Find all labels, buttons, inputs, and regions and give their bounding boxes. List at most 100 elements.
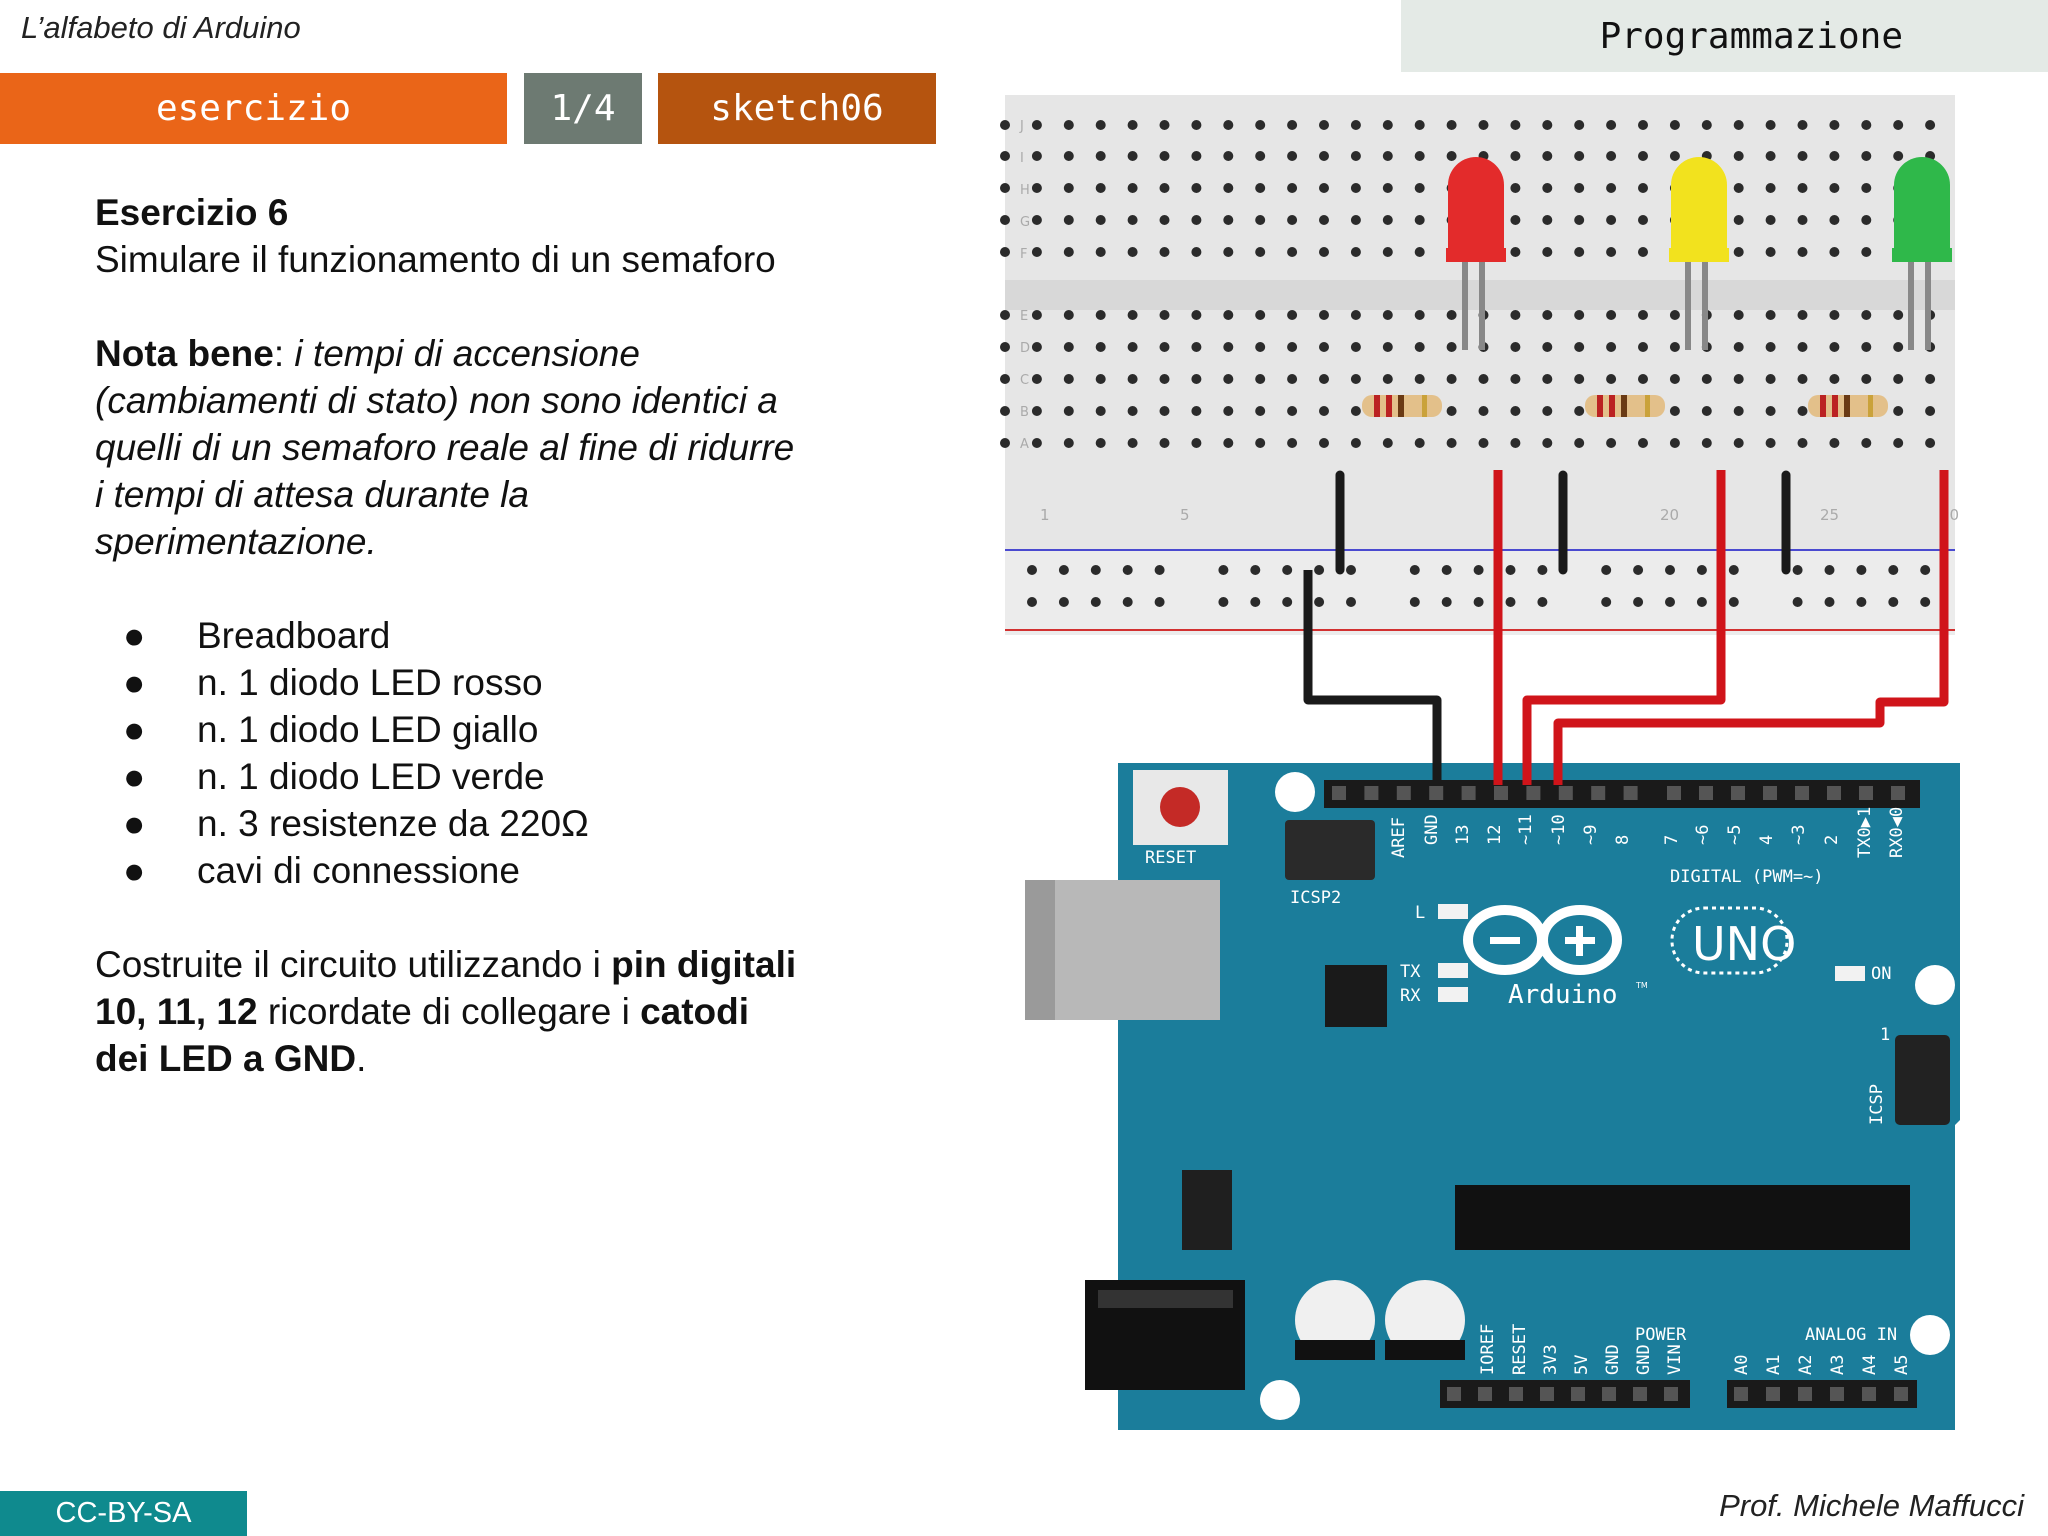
power-pin-label: 3V3	[1541, 1344, 1561, 1375]
rail-hole	[1888, 565, 1899, 575]
row-label: I	[1020, 151, 1024, 166]
breadboard-hole	[1191, 120, 1202, 130]
breadboard-hole	[1510, 183, 1521, 193]
analog-in-label: ANALOG IN	[1805, 1325, 1897, 1345]
breadboard-hole	[1893, 120, 1904, 130]
license-badge: CC-BY-SA	[0, 1491, 247, 1536]
breadboard-hole	[1446, 310, 1457, 320]
header-pin	[1731, 786, 1745, 800]
header-pin	[1766, 1387, 1780, 1401]
gnd-jumpers	[1335, 470, 1791, 575]
breadboard-hole	[1095, 310, 1106, 320]
breadboard-hole	[1382, 310, 1393, 320]
instructions-bold-2: 10, 11, 12	[95, 991, 258, 1032]
breadboard-hole	[1031, 215, 1042, 225]
breadboard-hole	[1191, 151, 1202, 161]
breadboard-hole	[1191, 310, 1202, 320]
breadboard-hole	[1701, 406, 1712, 416]
header-pin	[1699, 786, 1713, 800]
rail-hole	[1473, 597, 1484, 607]
power-pin-label: GND	[1634, 1344, 1654, 1375]
breadboard-hole	[1095, 406, 1106, 416]
rail-hole	[1505, 597, 1516, 607]
breadboard-hole	[1510, 406, 1521, 416]
breadboard-hole	[1797, 342, 1808, 352]
rail-hole	[1346, 597, 1356, 607]
note-line-5: sperimentazione.	[95, 521, 377, 562]
breadboard-hole	[1893, 342, 1904, 352]
breadboard-hole	[1255, 406, 1266, 416]
breadboard-hole	[1925, 406, 1936, 416]
sketch-tab: sketch06	[658, 73, 936, 144]
rail-hole	[1824, 597, 1835, 607]
breadboard-hole	[1510, 247, 1521, 257]
instructions-text-3: .	[356, 1038, 367, 1079]
breadboard-hole	[1063, 151, 1074, 161]
resistor-3	[1808, 395, 1888, 417]
header-pin	[1526, 786, 1541, 800]
breadboard-hole	[1733, 438, 1744, 448]
rail-hole	[1218, 597, 1229, 607]
breadboard-hole	[1000, 120, 1010, 130]
breadboard-hole	[1925, 374, 1936, 384]
breadboard-hole	[1223, 342, 1234, 352]
breadboard-hole	[1797, 183, 1808, 193]
resistor-2	[1585, 395, 1665, 417]
breadboard-hole	[1350, 342, 1361, 352]
rail-hole	[1218, 565, 1229, 575]
breadboard-hole	[1127, 215, 1138, 225]
breadboard-hole	[1669, 120, 1680, 130]
breadboard-hole	[1095, 342, 1106, 352]
rail-hole	[1537, 565, 1548, 575]
breadboard-hole	[1669, 406, 1680, 416]
breadboard-hole	[1733, 310, 1744, 320]
row-label: D	[1020, 341, 1030, 356]
breadboard-hole	[1191, 406, 1202, 416]
instructions-bold-4: dei LED a GND	[95, 1038, 357, 1079]
digital-pin-label: AREF	[1389, 817, 1409, 858]
breadboard-hole	[1191, 247, 1202, 257]
digital-pin-label: TX0▶1	[1855, 807, 1875, 858]
breadboard-hole	[1765, 438, 1776, 448]
rail-hole	[1058, 597, 1069, 607]
breadboard-hole	[1223, 310, 1234, 320]
rail-hole	[1250, 565, 1261, 575]
breadboard-hole	[1733, 120, 1744, 130]
breadboard-hole	[1287, 120, 1298, 130]
row-label: J	[1019, 119, 1024, 134]
section-header: Programmazione	[1401, 0, 2048, 72]
breadboard-hole	[1606, 151, 1617, 161]
header-pin	[1478, 1387, 1492, 1401]
breadboard-hole	[1574, 374, 1585, 384]
breadboard-hole	[1606, 120, 1617, 130]
breadboard-hole	[1733, 247, 1744, 257]
row-label: A	[1020, 437, 1029, 452]
digital-pin-label: 4	[1757, 835, 1777, 845]
breadboard-hole	[1191, 215, 1202, 225]
breadboard-hole	[1031, 120, 1042, 130]
note-label: Nota bene	[95, 333, 274, 374]
breadboard-hole	[1765, 120, 1776, 130]
instructions-bold-3: catodi	[640, 991, 750, 1032]
analog-pin-label: A0	[1732, 1355, 1752, 1375]
breadboard-hole	[1287, 406, 1298, 416]
breadboard-hole	[1638, 247, 1648, 257]
rail-hole	[1473, 565, 1484, 575]
breadboard-hole	[1638, 183, 1648, 193]
breadboard-hole	[1510, 215, 1521, 225]
led-yellow	[1669, 157, 1729, 350]
rail-hole	[1282, 565, 1293, 575]
breadboard-hole	[1701, 438, 1712, 448]
breadboard-hole	[1319, 374, 1329, 384]
breadboard-hole	[1606, 183, 1617, 193]
breadboard-hole	[1669, 438, 1680, 448]
power-pin-label: IOREF	[1478, 1324, 1498, 1375]
instructions-text-2: ricordate di collegare i	[257, 991, 641, 1032]
list-item: ●n. 1 diodo LED verde	[95, 753, 875, 800]
breadboard-hole	[1510, 120, 1521, 130]
breadboard-hole	[1765, 151, 1776, 161]
breadboard-hole	[1063, 120, 1074, 130]
breadboard-hole	[1095, 120, 1106, 130]
breadboard-hole	[1797, 120, 1808, 130]
breadboard-hole	[1031, 310, 1042, 320]
